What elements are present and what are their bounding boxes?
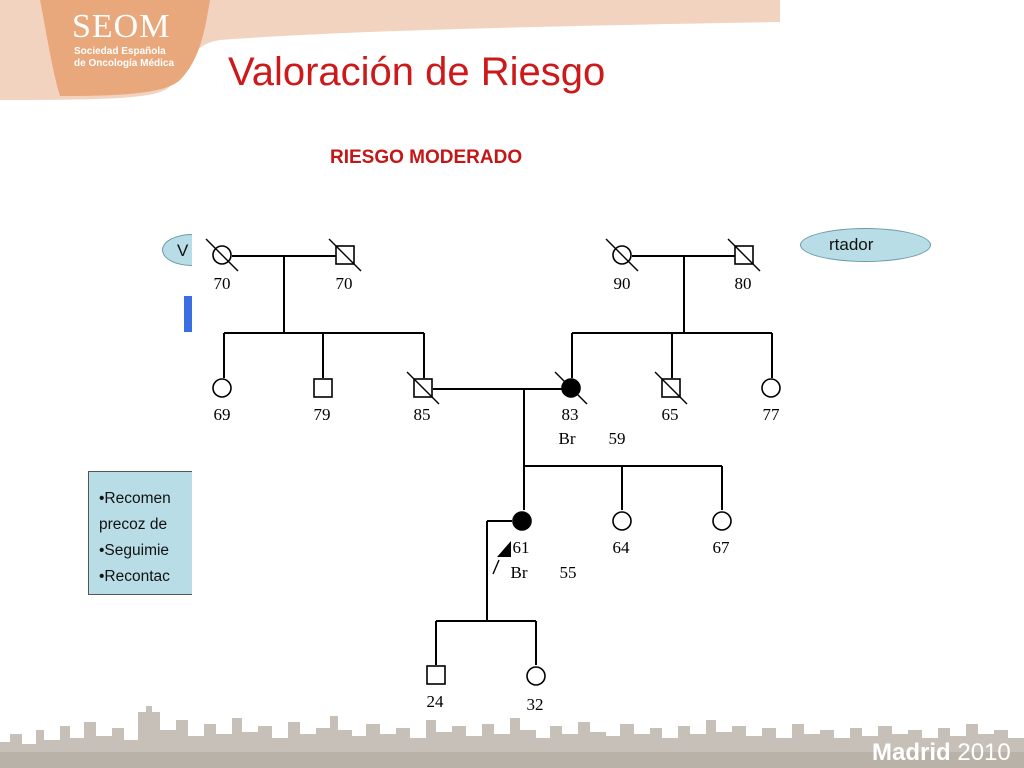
pedigree-lines [223,255,773,665]
person-gen2-uncle: 79 [313,378,333,424]
age-label: 32 [527,695,544,714]
person-gen1-grandmother-paternal: 70 [205,238,239,293]
page-title: Valoración de Riesgo [228,50,606,94]
event-city: Madrid [872,739,951,766]
carrier-oval-label: rtador [800,228,931,262]
age-label: 67 [713,538,731,557]
event-footer: Madrid 2010 [872,739,1011,767]
cancer-type-label: Br [511,563,528,582]
age-label: 70 [214,274,231,293]
event-year: 2010 [957,739,1011,766]
person-gen2-maternal-aunt: 77 [761,378,781,424]
age-label: 85 [414,405,431,424]
person-gen4-daughter: 32 [526,666,546,714]
age-label: 77 [763,405,781,424]
age-label: 61 [513,538,530,557]
pedigree-panel [192,224,788,716]
age-label: 70 [336,274,353,293]
age-at-diagnosis-label: 55 [560,563,577,582]
age-at-diagnosis-label: 59 [609,429,626,448]
age-label: 79 [314,405,331,424]
age-label: 80 [735,274,752,293]
recommendation-line: •Recomen [99,490,171,507]
person-gen1-grandfather-maternal: 80 [727,238,761,293]
blue-marker-bar [184,296,194,332]
person-gen3-sister-2: 67 [712,511,732,557]
age-label: 24 [427,692,445,711]
person-gen2-aunt: 69 [212,378,232,424]
age-label: 83 [562,405,579,424]
person-gen2-maternal-uncle: 65 [654,371,688,424]
recommendation-line: •Seguimie [99,542,170,559]
person-gen4-son: 24 [426,665,446,711]
recommendation-line: •Recontac [99,568,170,585]
age-label: 65 [662,405,679,424]
proband-arrow-icon [497,541,511,557]
person-gen1-grandmother-maternal: 90 [605,238,639,293]
cancer-type-label: Br [559,429,576,448]
age-label: 90 [614,274,631,293]
risk-level-heading: RIESGO MODERADO [330,147,523,168]
person-gen3-proband-affected: 61 Br 55 [492,511,577,582]
age-label: 69 [214,405,231,424]
person-gen2-mother-affected: 83 Br 59 [554,371,626,448]
person-gen2-father: 85 [406,371,440,424]
recommendation-line: precoz de [99,516,168,533]
logo-wordmark: SEOM [72,8,171,45]
city-skyline-footer [0,706,1024,768]
age-label: 64 [613,538,631,557]
logo-subtitle-line2: de Oncología Médica [74,58,175,69]
person-gen1-grandfather-paternal: 70 [328,238,362,293]
header-band [0,0,780,100]
logo-subtitle-line1: Sociedad Española [74,46,166,57]
person-gen3-sister-1: 64 [612,511,632,557]
